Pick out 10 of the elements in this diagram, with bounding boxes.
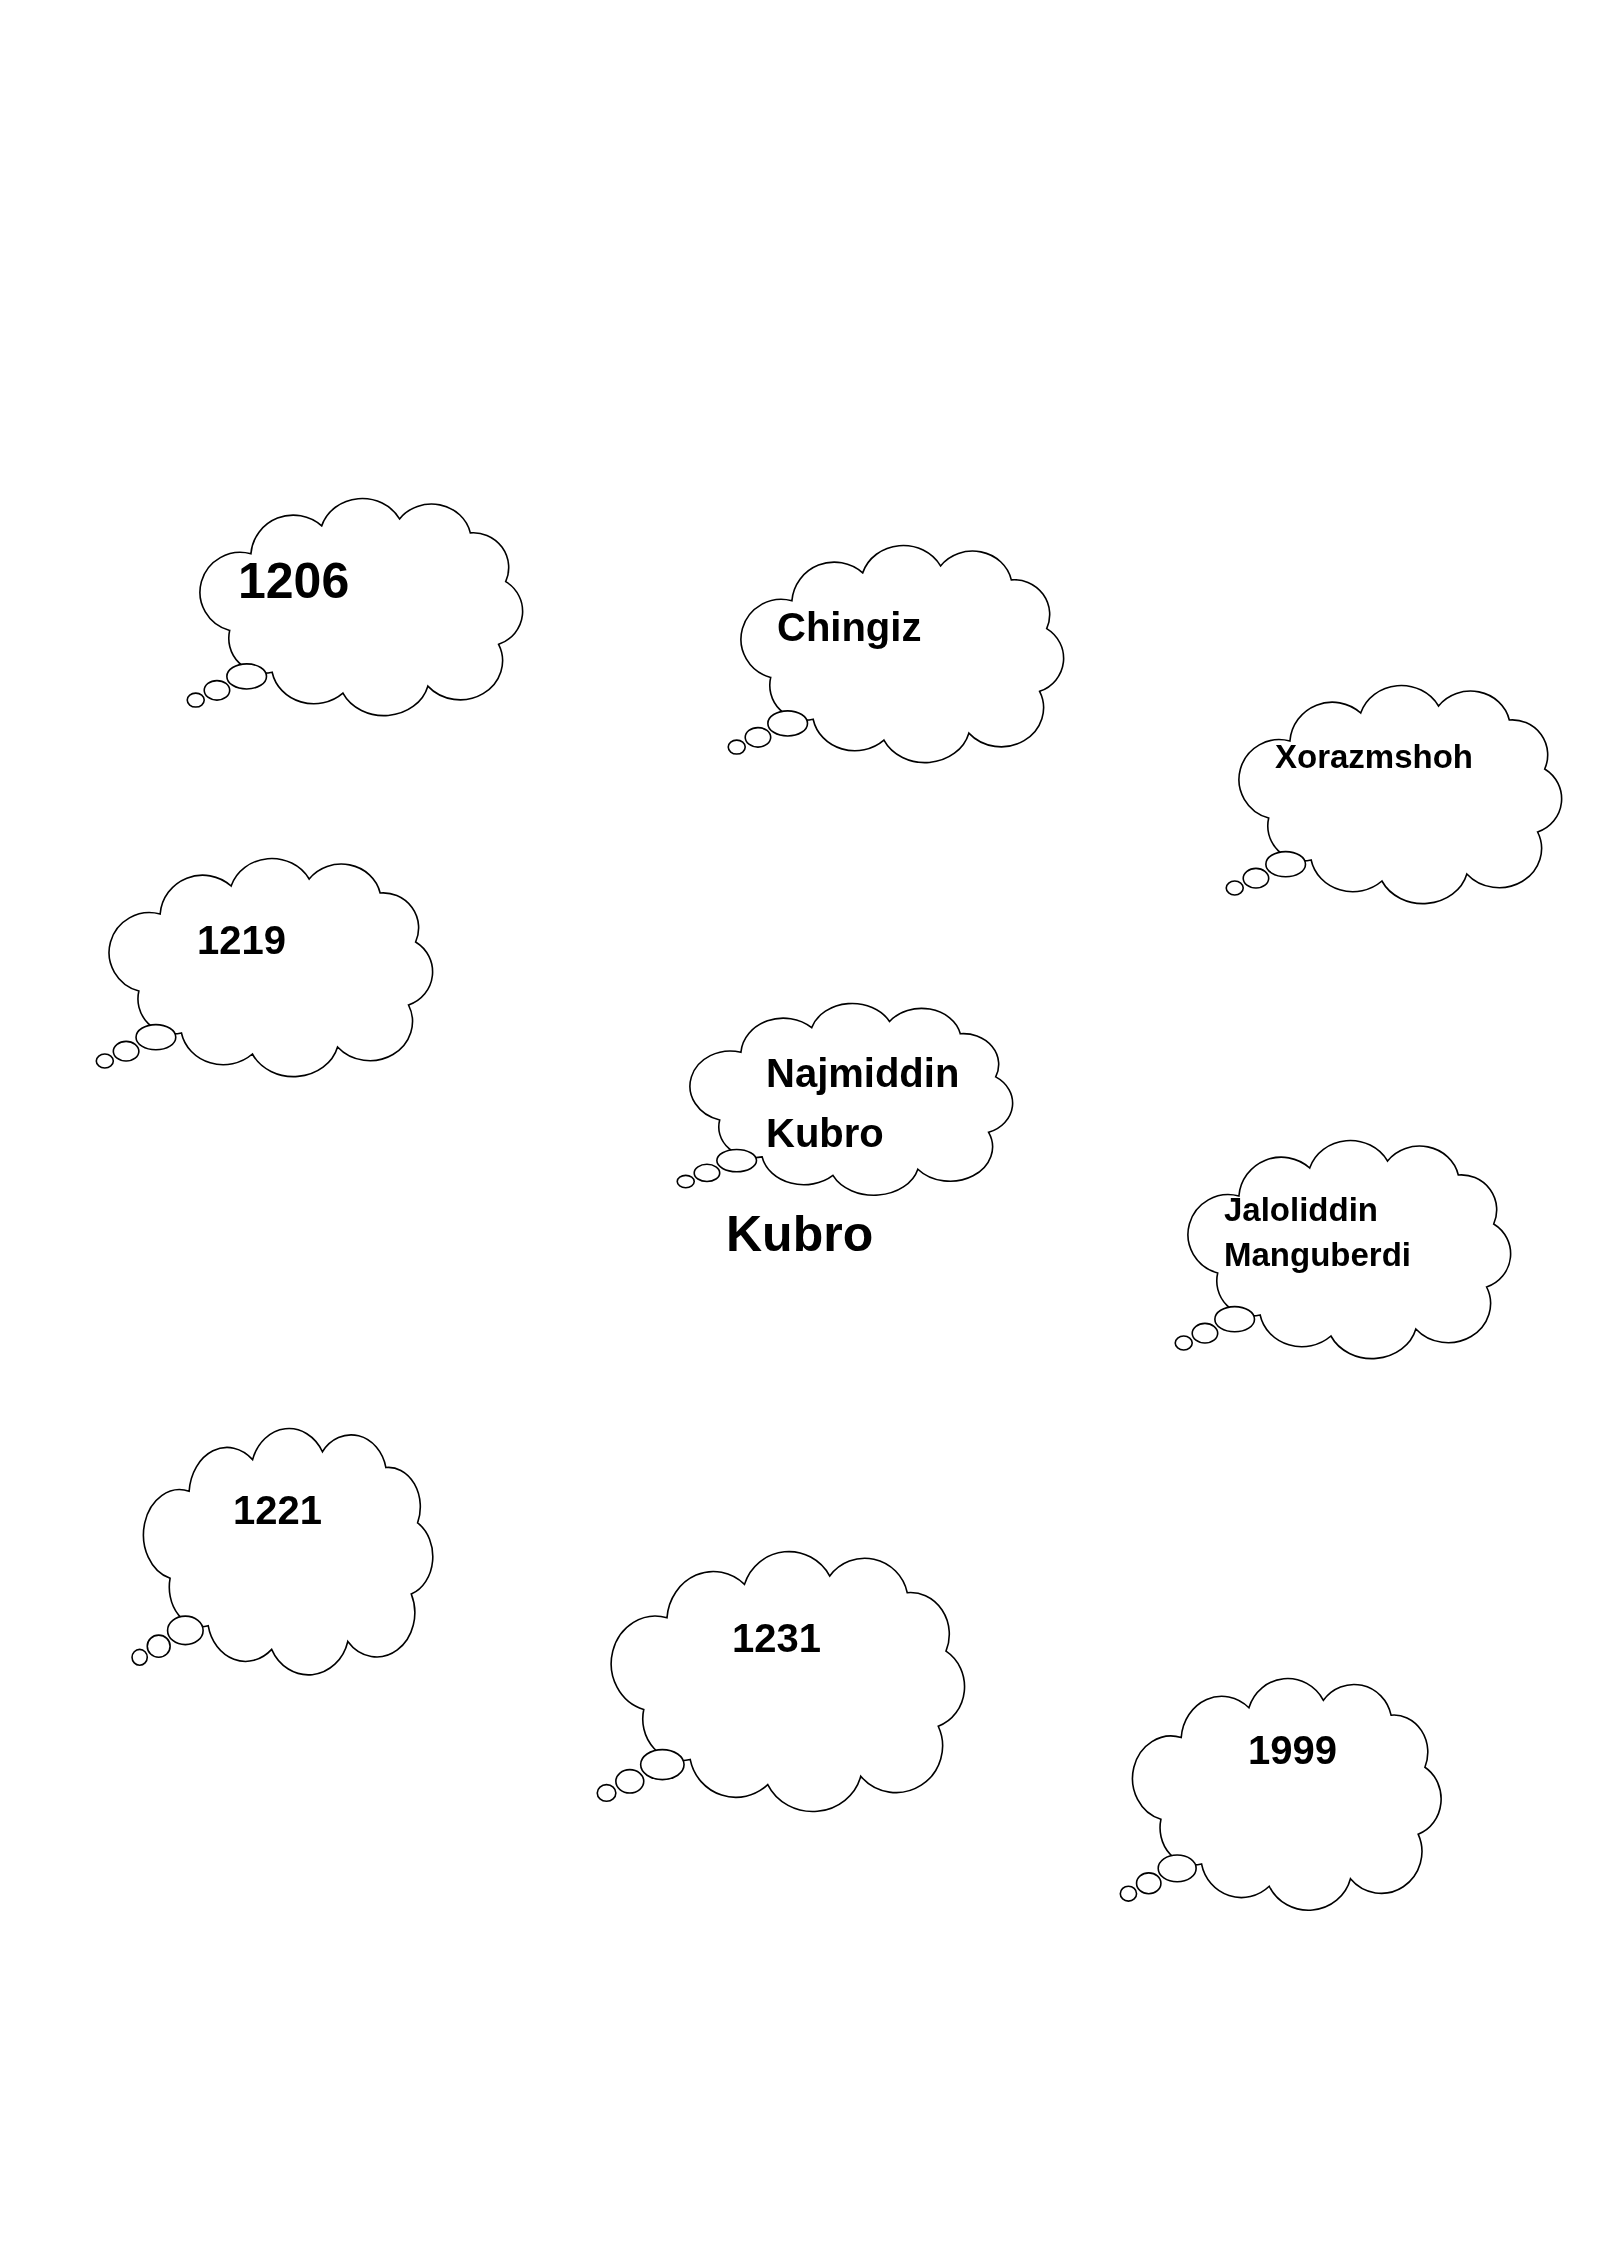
bubble-text: Chingiz — [777, 604, 923, 651]
bubble-text: 1999 — [1248, 1727, 1338, 1774]
bubble-text: 1219 — [197, 917, 287, 964]
bubble-text: 1206 — [238, 552, 351, 611]
bubble-text: Jaloliddin Manguberdi — [1224, 1190, 1412, 1275]
bubble-text: 1231 — [732, 1615, 822, 1662]
bubble-text: 1221 — [233, 1487, 323, 1534]
bubble-text: Kubro — [726, 1205, 875, 1264]
bubble-text: Xorazmshoh — [1275, 737, 1475, 777]
bubble-text: Najmiddin Kubro — [766, 1050, 961, 1157]
